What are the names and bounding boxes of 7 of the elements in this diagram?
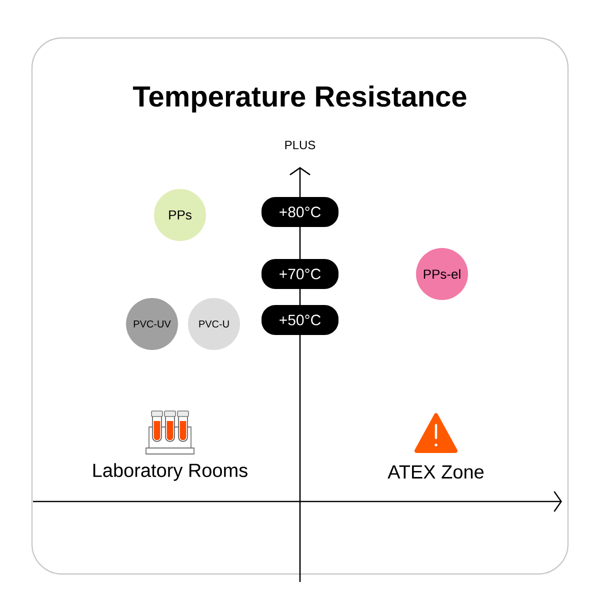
axis-label: PLUS: [285, 140, 316, 150]
temperature-pill: +50°C: [262, 305, 338, 335]
title: Temperature Resistance: [132, 85, 466, 113]
zone-label: ATEX Zone: [388, 465, 484, 479]
temperature-pill: +80°C: [262, 197, 338, 227]
temperature-pill: +70°C: [262, 259, 338, 289]
zone-label: Laboratory Rooms: [93, 463, 248, 481]
